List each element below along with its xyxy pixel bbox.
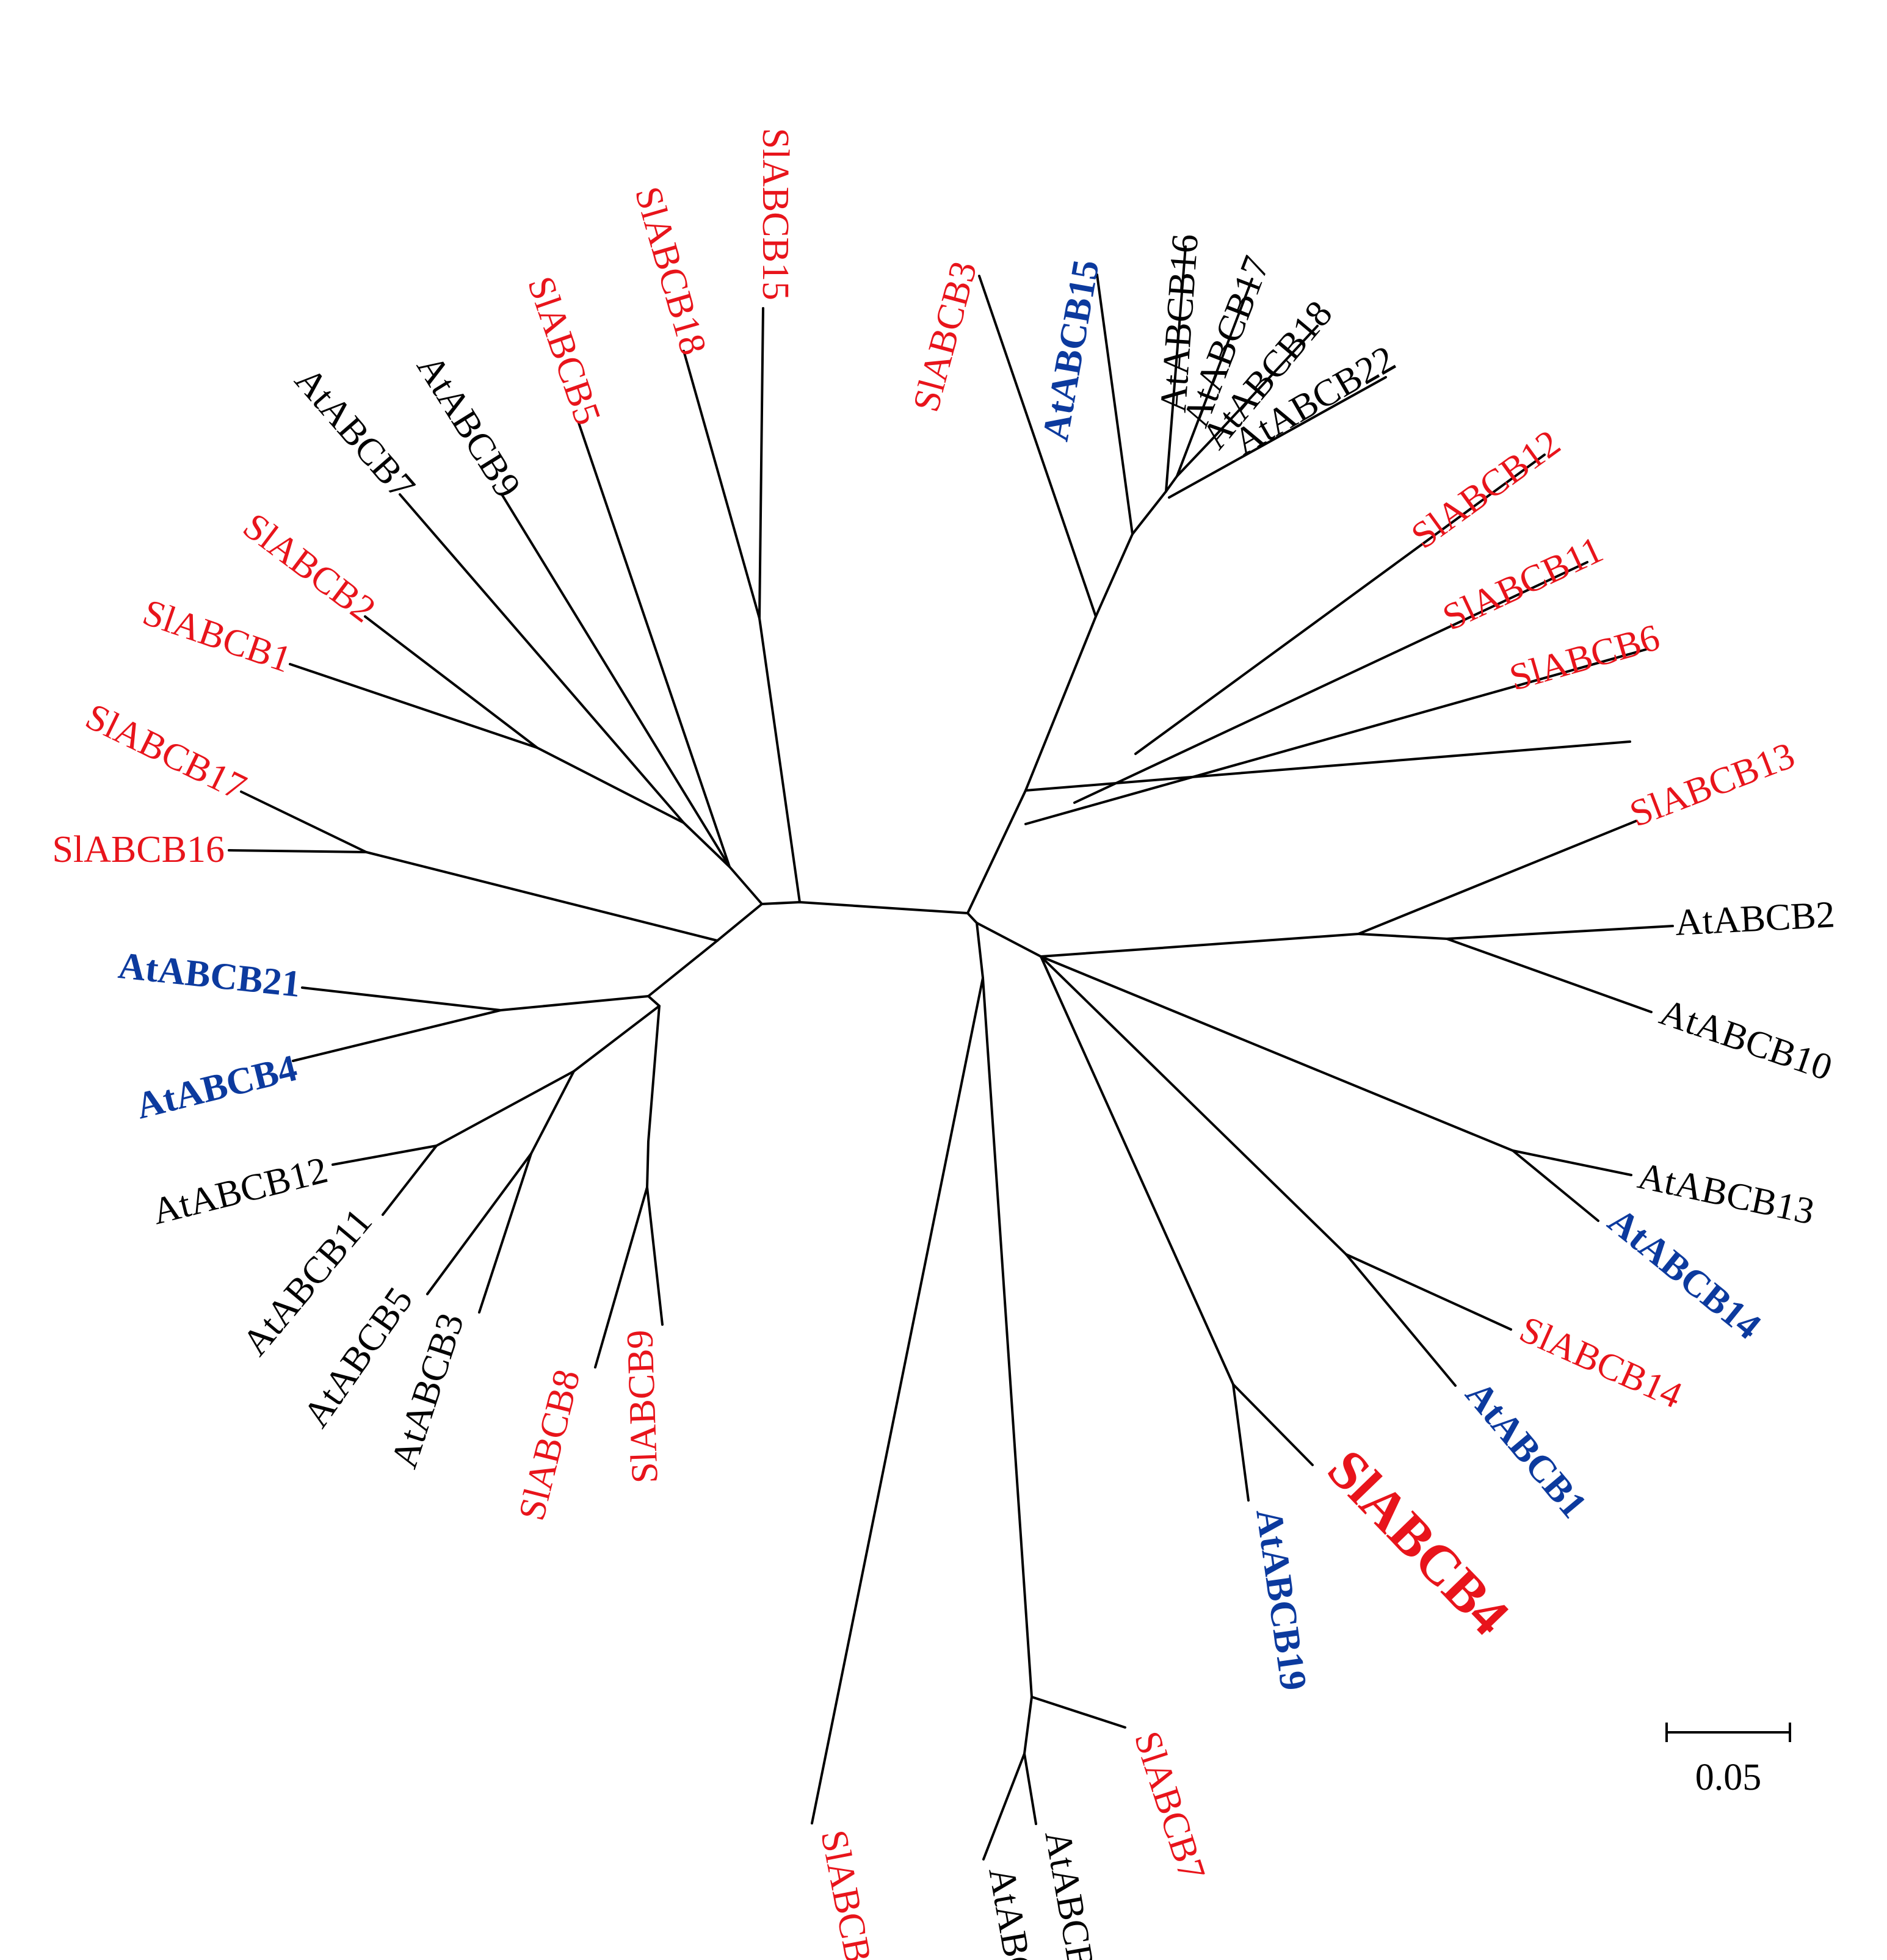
leaf-label-AtABCB2: AtABCB2 xyxy=(1674,894,1836,944)
branch-AtABCB7 xyxy=(399,493,685,824)
branch-SlABCB14 xyxy=(1345,1253,1512,1331)
branch-AtABCB15 xyxy=(1096,273,1134,535)
branch-SlABCB15 xyxy=(758,307,764,620)
branch-SlABCB5 xyxy=(578,422,731,868)
branch-SlABCB6 xyxy=(1024,648,1647,825)
branch-AtABCB5 xyxy=(426,1152,532,1295)
tree-branches xyxy=(228,245,1674,1861)
branch-AtABCB9 xyxy=(501,493,731,868)
branch-SlABCB11 xyxy=(1073,561,1588,804)
branch-SlABCB9 xyxy=(646,1186,664,1326)
branch-AtABCB3 xyxy=(478,1152,532,1314)
branch-upper-left-top xyxy=(758,617,801,903)
branch-SlABCB18 xyxy=(683,350,761,620)
branch-SlABCB4 xyxy=(1232,1383,1314,1466)
branch-AtABCB13-group xyxy=(1040,955,1514,1152)
branch-SlABCB4-group xyxy=(1040,955,1234,1386)
scale-bar-label: 0.05 xyxy=(1695,1757,1762,1798)
leaf-label-SlABCB15: SlABCB15 xyxy=(755,128,796,300)
branch-AtABCB12 xyxy=(331,1145,438,1166)
branch-SlABCB7 xyxy=(1030,1696,1126,1729)
branch-SlABCB17 xyxy=(240,790,368,853)
branch-SlABCB13-tip xyxy=(1357,820,1637,935)
branch-AtABCB19 xyxy=(1232,1383,1250,1502)
branch-SlABCB13 xyxy=(1024,740,1631,792)
branch-SlABCB2 xyxy=(364,615,538,749)
branch-SlABCB1-group xyxy=(536,747,685,824)
branch-SlABCB3 xyxy=(978,275,1097,618)
branch-AtABCB14 xyxy=(1512,1149,1599,1222)
branch-SlABCB14-group xyxy=(1040,955,1347,1256)
branch-AtABCB20 xyxy=(982,1752,1026,1861)
branch-AtABCB2-group xyxy=(1040,933,1360,958)
branch-AtABCB10 xyxy=(1446,938,1653,1013)
branch-SlABCB8 xyxy=(594,1186,648,1369)
branch-AtABCB22 xyxy=(1168,376,1387,499)
branch-AtABCB13 xyxy=(1512,1149,1632,1176)
branch-SlABCB10 xyxy=(811,977,984,1824)
leaf-label-SlABCB16: SlABCB16 xyxy=(52,829,225,870)
branch-AtABCB18 xyxy=(1211,325,1319,441)
scale-bar xyxy=(1665,1723,1791,1742)
branch-bottom-inner xyxy=(1023,1696,1033,1755)
branch-AtABCB11-group xyxy=(435,1070,575,1147)
branch-AtABCB17 xyxy=(1176,278,1253,477)
branch-AtABCB11 xyxy=(382,1145,438,1216)
branch-AtABCB1 xyxy=(1345,1253,1457,1387)
branch-AtABCB21 xyxy=(301,986,502,1011)
branch-SlABCB1 xyxy=(289,663,538,749)
leaf-label-SlABCB9: SlABCB9 xyxy=(619,1329,666,1484)
branch-right-stem xyxy=(976,922,1042,958)
branch-SlABCB12 xyxy=(1134,454,1546,755)
branch-AtABCB16 xyxy=(1165,245,1187,493)
branch-AtABCB6 xyxy=(1023,1752,1037,1825)
